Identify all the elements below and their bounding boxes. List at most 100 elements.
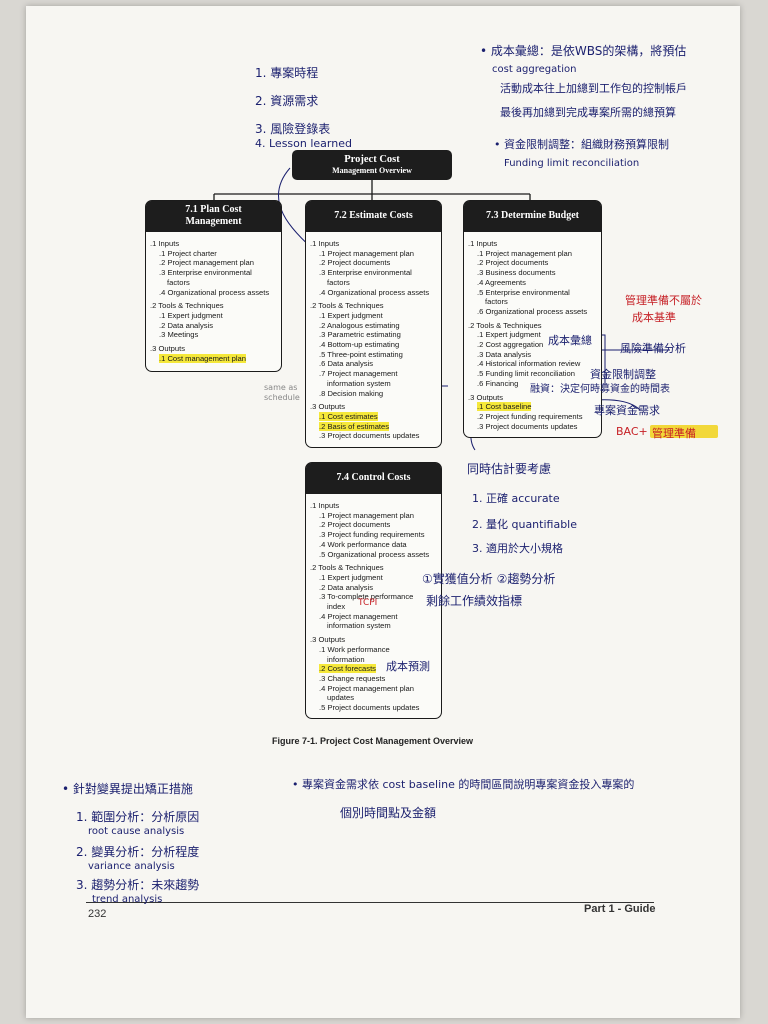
note-topright-2: cost aggregation (492, 64, 577, 75)
estimate-tools-item: information system (327, 379, 429, 389)
plan-outputs-item-text: .1 Cost management plan (159, 353, 246, 363)
estimate-section-heading: .1 Inputs (310, 239, 340, 248)
note-topright-4: 最後再加總到完成專案所需的總預算 (500, 106, 676, 119)
control-section-heading: .1 Inputs (310, 501, 340, 510)
control-outputs-item: .1 Work performance (319, 645, 429, 655)
budget-tools-item-text: .5 Funding limit reconciliation (477, 369, 575, 379)
box-estimate-costs: 7.2 Estimate Costs .1 Inputs.1 Project m… (305, 200, 442, 448)
budget-outputs-item: .2 Project funding requirements (477, 412, 587, 422)
note-bottom-left-2: 1. 範圍分析：分析原因 (76, 810, 200, 824)
note-estimate-char: 同時估計要考慮 (467, 462, 552, 476)
estimate-inputs-item-text: .2 Project documents (319, 258, 391, 268)
budget-tools-item-text: .6 Financing (477, 378, 519, 388)
plan-inputs-item-text: .3 Enterprise environmental (159, 268, 252, 278)
estimate-tools-item-text: .3 Parametric estimating (319, 330, 401, 340)
note-topright-6: Funding limit reconciliation (504, 158, 640, 169)
estimate-tools-item-text: information system (327, 378, 391, 388)
control-outputs-item-text: .4 Project management plan (319, 683, 414, 693)
control-inputs-item-text: .1 Project management plan (319, 510, 414, 520)
control-inputs-item-text: .5 Organizational process assets (319, 549, 430, 559)
budget-inputs-item-text: .2 Project documents (477, 258, 549, 268)
estimate-tools-item: .5 Three-point estimating (319, 350, 429, 360)
budget-inputs-item-text: .1 Project management plan (477, 248, 572, 258)
estimate-inputs-item: .4 Organizational process assets (319, 288, 429, 298)
estimate-inputs-item-text: .3 Enterprise environmental (319, 268, 412, 278)
estimate-outputs-item-text: .1 Cost estimates (319, 411, 378, 421)
box-budget-title: 7.3 Determine Budget (485, 210, 580, 221)
note-tcpi: TCPI (358, 598, 378, 608)
plan-inputs-item-text: .4 Organizational process assets (159, 287, 270, 297)
budget-inputs-item-text: .5 Enterprise environmental (477, 287, 570, 297)
box-estimate-title: 7.2 Estimate Costs (334, 210, 413, 221)
note-bottom-left-4: 2. 變異分析：分析程度 (76, 845, 200, 859)
control-tools-item-text: .2 Data analysis (319, 582, 374, 592)
control-tools-item-text: .1 Expert judgment (319, 572, 383, 582)
budget-tools-item: .5 Funding limit reconciliation (477, 369, 587, 379)
budget-inputs-item: .6 Organizational process assets (477, 307, 587, 317)
control-outputs-item: updates (327, 693, 429, 703)
page-number: 232 (88, 908, 107, 920)
estimate-tools-item: .2 Analogous estimating (319, 321, 429, 331)
estimate-tools-item: .8 Decision making (319, 389, 429, 399)
budget-inputs-item: .1 Project management plan (477, 249, 587, 259)
budget-inputs-item-text: .3 Business documents (477, 268, 556, 278)
note-estimate-1: 1. 正確 accurate (472, 492, 560, 505)
note-control-2: 剩餘工作績效指標 (426, 594, 523, 608)
budget-inputs-item: factors (485, 297, 587, 307)
budget-inputs-item-text: factors (485, 297, 508, 307)
plan-outputs-item: .1 Cost management plan (159, 353, 269, 364)
note-reserve-1: 管理準備不屬於 (625, 294, 702, 307)
box-estimate-header: 7.2 Estimate Costs (306, 201, 441, 232)
note-estimate-2: 2. 量化 quantifiable (472, 518, 577, 531)
box-control-costs: 7.4 Control Costs .1 Inputs.1 Project ma… (305, 462, 442, 719)
control-inputs-item: .4 Work performance data (319, 540, 429, 550)
estimate-tools-item-text: .6 Data analysis (319, 359, 374, 369)
control-outputs-item: .2 Cost forecasts (319, 664, 429, 674)
note-topright-3: 活動成本往上加總到工作包的控制帳戶 (500, 82, 687, 95)
note-bac-reserve: 管理準備 (652, 427, 696, 440)
estimate-outputs-item: .1 Cost estimates (319, 411, 429, 422)
estimate-outputs-item: .2 Basis of estimates (319, 421, 429, 432)
control-section-heading: .2 Tools & Techniques (310, 563, 384, 573)
control-outputs-item: .4 Project management plan (319, 684, 429, 694)
control-outputs-item: .5 Project documents updates (319, 703, 429, 713)
note-topleft-3: 3. 風險登錄表 (255, 122, 331, 136)
control-inputs-item: .3 Project funding requirements (319, 530, 429, 540)
plan-section-heading: .3 Outputs (150, 344, 186, 354)
control-tools-item: .4 Project management (319, 612, 429, 622)
note-bottom-mid-2: 個別時間點及金額 (340, 806, 437, 820)
footer-rule (86, 902, 654, 904)
control-outputs-item-text: updates (327, 693, 355, 703)
estimate-outputs-item-text: .2 Basis of estimates (319, 421, 390, 431)
overview-title-box: Project Cost Management Overview (292, 150, 452, 180)
control-tools-item: information system (327, 621, 429, 631)
budget-tools-item: .4 Historical information review (477, 359, 587, 369)
budget-outputs-item-text: .1 Cost baseline (477, 402, 532, 412)
estimate-outputs-item: .3 Project documents updates (319, 431, 429, 441)
note-topright-1: • 成本彙總：是依WBS的架構，將預估 (480, 44, 687, 58)
note-topleft-1: 1. 專案時程 (255, 66, 319, 80)
box-budget-body: .1 Inputs.1 Project management plan.2 Pr… (468, 239, 587, 431)
plan-inputs-item: .4 Organizational process assets (159, 288, 269, 298)
estimate-inputs-item-text: .4 Organizational process assets (319, 287, 430, 297)
budget-tools-item-text: .4 Historical information review (477, 359, 581, 369)
plan-section-heading: .2 Tools & Techniques (150, 301, 224, 311)
note-funding-2: 融資：決定何時募資金的時間表 (530, 384, 670, 395)
plan-inputs-item: factors (167, 278, 269, 288)
estimate-tools-item: .3 Parametric estimating (319, 330, 429, 340)
control-tools-item-text: information system (327, 621, 391, 631)
plan-inputs-item-text: .2 Project management plan (159, 258, 254, 268)
plan-inputs-item: .3 Enterprise environmental (159, 268, 269, 278)
part-label: Part 1 - Guide (584, 903, 656, 915)
budget-tools-item-text: .3 Data analysis (477, 349, 532, 359)
estimate-inputs-item: .3 Enterprise environmental (319, 268, 429, 278)
estimate-section-heading: .2 Tools & Techniques (310, 301, 384, 311)
control-tools-item-text: .3 To-complete performance (319, 592, 414, 602)
budget-inputs-item-text: .6 Organizational process assets (477, 306, 588, 316)
estimate-tools-item-text: .1 Expert judgment (319, 310, 383, 320)
note-bottom-mid-1: • 專案資金需求依 cost baseline 的時間區間說明專案資金投入專案的 (292, 778, 635, 791)
estimate-tools-item-text: .8 Decision making (319, 388, 384, 398)
box-budget-header: 7.3 Determine Budget (464, 201, 601, 232)
estimate-tools-item: .4 Bottom-up estimating (319, 340, 429, 350)
